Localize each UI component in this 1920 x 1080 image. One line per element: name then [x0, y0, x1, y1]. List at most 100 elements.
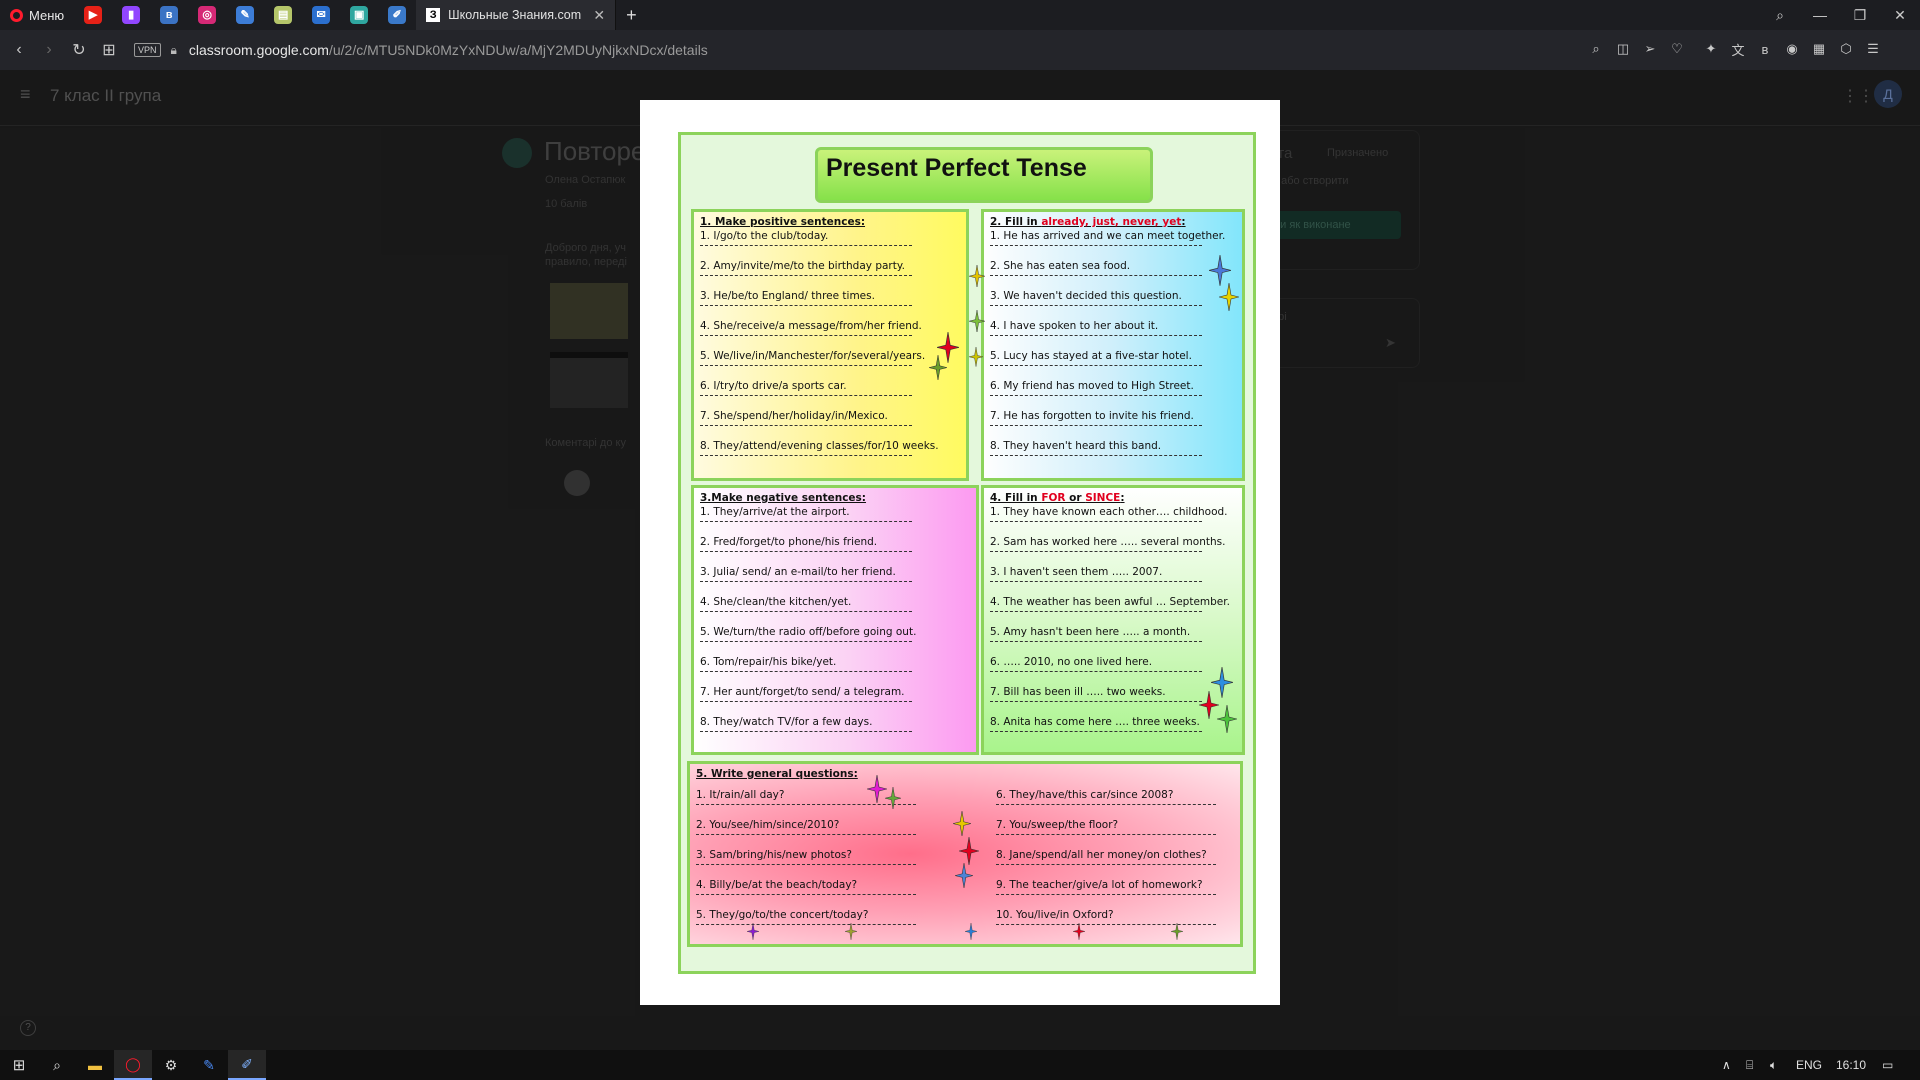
tab-title: Школьные Знания.com - F [448, 8, 586, 22]
pen-icon[interactable]: ✐ [378, 0, 416, 30]
image-icon[interactable]: ▣ [340, 0, 378, 30]
heading-red-for: FOR [1041, 492, 1066, 504]
opera-menu-button[interactable]: Меню [0, 0, 74, 30]
youtube-icon[interactable]: ▶ [74, 0, 112, 30]
znanija-favicon-icon: З [426, 8, 441, 22]
windows-start-icon[interactable]: ⊞ [12, 1057, 26, 1074]
exercise-item: 7. Her aunt/forget/to send/ a telegram. [700, 685, 970, 715]
forward-button[interactable]: › [46, 41, 52, 58]
sparkle-star-icon [969, 310, 985, 333]
network-icon[interactable]: ⌸ [1746, 1057, 1754, 1072]
sparkle-star-icon [1219, 283, 1239, 311]
search-page-icon[interactable]: ⌕ [1592, 41, 1600, 56]
exercise-item: 3. I haven't seen them ….. 2007. [990, 565, 1236, 595]
clock[interactable]: 16:10 [1836, 1058, 1867, 1072]
class-name[interactable]: 7 клас II група [50, 86, 162, 105]
help-icon[interactable]: ? [20, 1020, 36, 1036]
camera-icon[interactable]: ◫ [1616, 41, 1630, 56]
exercise-item: 5. Amy hasn't been here ….. a month. [990, 625, 1236, 655]
exercise-item: 7. You/sweep/the floor? [996, 818, 1236, 848]
exercise-item: 2. She has eaten sea food. [990, 259, 1236, 289]
hamburger-menu-icon[interactable]: ≡ [20, 84, 31, 104]
search-tabs-icon[interactable]: ⌕ [1776, 6, 1784, 23]
sparkle-star-icon [955, 863, 973, 889]
url-path: /u/2/c/MTU5NDk0MzYxNDUw/a/MjY2MDUyNjkxND… [328, 42, 708, 58]
restore-window-icon[interactable]: ❐ [1853, 6, 1867, 23]
exercise-item: 8. Jane/spend/all her money/on clothes? [996, 848, 1236, 878]
image-icon-glyph: ▣ [350, 6, 369, 24]
language-indicator[interactable]: ENG [1796, 1058, 1823, 1072]
heading-prefix: 2. Fill in [990, 216, 1042, 228]
document-icon[interactable]: ▤ [264, 0, 302, 30]
exercise-item: 4. She/clean/the kitchen/yet. [700, 595, 970, 625]
vk-icon[interactable]: в [150, 0, 188, 30]
url-host: classroom.google.com [188, 42, 329, 58]
mail-icon[interactable]: ✉ [302, 0, 340, 30]
send-icon[interactable]: ➢ [1644, 41, 1656, 56]
attachment-thumbnail-2[interactable] [550, 352, 628, 408]
sparkle-star-icon [747, 923, 759, 940]
reload-button[interactable]: ↻ [72, 42, 86, 59]
tab-grid-icon[interactable]: ⊞ [102, 42, 116, 59]
vk-extension-icon[interactable]: ʙ [1761, 41, 1769, 57]
exercise-item: 4. Billy/be/at the beach/today? [696, 878, 936, 908]
tab-shkolnye-znaniya[interactable]: З Школьные Знания.com - F ✕ [416, 0, 617, 30]
exercise-item: 4. The weather has been awful … Septembe… [990, 595, 1236, 625]
twitch-icon[interactable]: ▮ [112, 0, 150, 30]
item-list: 1. I/go/to the club/today.2. Amy/invite/… [700, 229, 960, 469]
globe-extension-icon[interactable]: ◉ [1786, 41, 1798, 56]
heart-icon[interactable]: ♡ [1671, 41, 1683, 56]
section-heading: 3.Make negative sentences: [700, 492, 867, 504]
section-for-or-since: 4. Fill in FOR or SINCE: 1. They have kn… [981, 485, 1245, 755]
paint-app-icon[interactable]: ✐ [228, 1050, 266, 1080]
volume-icon[interactable]: 🔈︎ [1770, 1057, 1778, 1072]
lock-icon[interactable]: 🔒︎ [170, 42, 177, 57]
item-list: 6. They/have/this car/since 2008?7. You/… [996, 788, 1236, 938]
exercise-item: 6. ….. 2010, no one lived here. [990, 655, 1236, 685]
feather-icon[interactable]: ✎ [226, 0, 264, 30]
back-button[interactable]: ‹ [16, 41, 22, 58]
sparkle-star-icon [969, 347, 983, 367]
opera-browser-icon[interactable]: ◯ [114, 1050, 152, 1080]
exercise-item: 6. They/have/this car/since 2008? [996, 788, 1236, 818]
extension-gift-icon[interactable]: ✦ [1705, 41, 1717, 56]
sparkle-star-icon [965, 923, 977, 940]
section-heading: 2. Fill in already, just, never, yet: [990, 216, 1236, 228]
exercise-item: 4. I have spoken to her about it. [990, 319, 1236, 349]
instagram-icon[interactable]: ◎ [188, 0, 226, 30]
sik-extension-icon[interactable]: ▦ [1812, 41, 1826, 56]
opera-logo-icon [10, 8, 23, 22]
close-window-icon[interactable]: ✕ [1894, 6, 1906, 23]
notifications-icon[interactable]: ▭ [1882, 1058, 1894, 1072]
feather-icon-glyph: ✎ [236, 6, 255, 24]
search-icon[interactable]: ⌕ [53, 1056, 61, 1073]
apps-grid-icon[interactable]: ⋮⋮ [1842, 88, 1874, 105]
attachment-thumbnail[interactable] [550, 283, 628, 339]
exercise-item: 5. We/turn/the radio off/before going ou… [700, 625, 970, 655]
url-field[interactable]: classroom.google.com/u/2/c/MTU5NDk0MzYxN… [189, 42, 708, 58]
section-heading: 4. Fill in FOR or SINCE: [990, 492, 1236, 504]
add-or-create-button[interactable]: ати або створити [1261, 175, 1349, 187]
assignment-icon [502, 138, 532, 168]
heading-red: already, just, never, yet [1041, 216, 1182, 228]
heading-prefix: 4. Fill in [990, 492, 1042, 504]
steam-icon[interactable]: ⚙ [164, 1056, 178, 1073]
easy-setup-icon[interactable]: ☰ [1867, 41, 1879, 56]
mail-icon-glyph: ✉ [312, 6, 331, 24]
vpn-badge[interactable]: VPN [134, 43, 161, 57]
avatar[interactable]: Д [1874, 80, 1902, 108]
section-general-questions: 5. Write general questions: 1. It/rain/a… [687, 761, 1243, 947]
sparkle-star-icon [1171, 923, 1183, 940]
feather-app-icon[interactable]: ✎ [203, 1056, 215, 1073]
exercise-item: 1. They have known each other…. childhoo… [990, 505, 1236, 535]
file-explorer-icon[interactable]: ▬ [88, 1057, 102, 1073]
tray-chevron-icon[interactable]: ∧ [1722, 1058, 1731, 1072]
minimize-window-icon[interactable]: — [1813, 7, 1827, 23]
cube-extension-icon[interactable]: ⬡ [1840, 41, 1852, 56]
translate-icon[interactable]: 文 [1731, 42, 1745, 58]
exercise-item: 3. He/be/to England/ three times. [700, 289, 960, 319]
new-tab-button[interactable]: + [626, 4, 637, 25]
sparkle-star-icon [929, 355, 947, 381]
send-comment-icon[interactable]: ➤ [1385, 335, 1396, 350]
close-tab-icon[interactable]: ✕ [593, 6, 606, 23]
